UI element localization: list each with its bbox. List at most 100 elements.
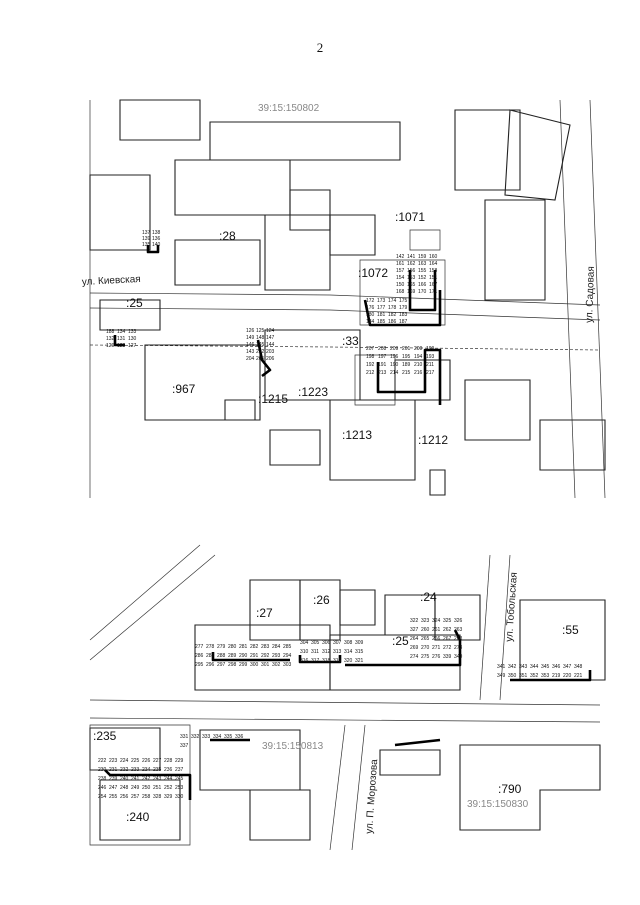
point-number-label: 159 [418, 254, 427, 260]
point-number-label: 170 [418, 289, 427, 295]
point-number-label: 203 [266, 349, 275, 355]
point-number-label: 335 [224, 734, 233, 740]
map-top: 39:15:150802 ул. Киевская ул. Садовая :2… [82, 99, 606, 499]
point-number-label: 206 [266, 356, 275, 362]
point-number-label: 185 [377, 319, 386, 325]
point-number-label: 307 [333, 640, 342, 646]
point-number-label: 171 [429, 289, 438, 295]
parcel-label: :25 [392, 634, 409, 648]
point-number-label: 161 [396, 261, 405, 267]
point-number-label: 270 [421, 645, 430, 651]
point-number-label: 349 [497, 673, 506, 679]
point-number-label: 284 [272, 644, 281, 650]
point-number-label: 346 [552, 664, 561, 670]
point-number-label: 319 [333, 658, 342, 664]
point-number-label: 135 [142, 242, 151, 248]
point-number-label: 341 [497, 664, 506, 670]
parcel-label: :28 [219, 229, 236, 243]
point-number-label: 258 [142, 794, 151, 800]
parcel-label: :27 [256, 606, 273, 620]
point-number-label: 291 [250, 653, 259, 659]
point-number-label: 150 [396, 282, 405, 288]
point-number-label: 184 [366, 319, 375, 325]
point-number-label: 176 [366, 305, 375, 311]
point-number-label: 152 [418, 275, 427, 281]
point-number-label: 281 [239, 644, 248, 650]
point-number-label: 278 [206, 644, 215, 650]
point-number-label: 279 [217, 644, 226, 650]
street-label-sadovaya: ул. Садовая [584, 266, 597, 323]
point-number-label: 260 [421, 627, 430, 633]
point-number-label: 153 [407, 275, 416, 281]
parcel-label: :1071 [395, 210, 425, 224]
point-number-label: 175 [399, 298, 408, 304]
point-number-label: 238 [98, 776, 107, 782]
point-number-label: 221 [574, 673, 583, 679]
point-number-label: 249 [131, 785, 140, 791]
point-number-label: 226 [142, 758, 151, 764]
point-number-label: 233 [131, 767, 140, 773]
point-number-label: 126 [246, 328, 255, 334]
point-number-label: 241 [131, 776, 140, 782]
point-number-label: 302 [272, 662, 281, 668]
point-number-label: 149 [246, 335, 255, 341]
point-number-label: 246 [98, 785, 107, 791]
point-number-label: 177 [377, 305, 386, 311]
point-number-label: 254 [98, 794, 107, 800]
point-number-label: 157 [396, 268, 405, 274]
point-number-label: 124 [266, 328, 275, 334]
point-number-label: 293 [272, 653, 281, 659]
parcel-label: :33 [342, 334, 359, 348]
point-number-label: 178 [388, 305, 397, 311]
point-number-label: 210 [414, 362, 423, 368]
point-number-label: 167 [429, 282, 438, 288]
point-number-label: 333 [202, 734, 211, 740]
point-number-label: 268 [454, 636, 463, 642]
point-number-label: 211 [426, 362, 434, 368]
point-number-label: 316 [300, 658, 309, 664]
point-number-label: 141 [407, 254, 416, 260]
parcel-label: :26 [313, 593, 330, 607]
point-number-label: 244 [164, 776, 173, 782]
parcel-label: :1223 [298, 385, 328, 399]
point-number-label: 352 [530, 673, 539, 679]
point-number-label: 334 [213, 734, 222, 740]
point-number-label: 216 [414, 370, 423, 376]
point-number-label: 179 [399, 305, 408, 311]
point-number-label: 296 [206, 662, 215, 668]
point-number-label: 253 [175, 785, 184, 791]
point-number-label: 287 [206, 653, 215, 659]
street-label-tobolskaya: ул. Тобольская [503, 572, 520, 642]
point-number-label: 269 [410, 645, 419, 651]
point-number-label: 197 [378, 354, 387, 360]
point-number-label: 208 [378, 346, 387, 352]
point-number-label: 323 [421, 618, 430, 624]
point-number-label: 347 [563, 664, 572, 670]
page-number: 2 [316, 40, 324, 55]
point-number-label: 230 [98, 767, 107, 773]
point-number-label: 312 [322, 649, 331, 655]
point-number-label: 148 [256, 335, 265, 341]
point-number-label: 131 [117, 336, 126, 342]
point-number-label: 256 [120, 794, 129, 800]
point-number-label: 198 [366, 354, 375, 360]
point-number-label: 137 [142, 230, 151, 236]
point-number-label: 168 [396, 289, 405, 295]
point-number-label: 247 [109, 785, 118, 791]
point-number-label: 303 [283, 662, 292, 668]
point-number-label: 209 [390, 346, 399, 352]
parcel-label: :790 [498, 782, 522, 796]
point-number-label: 283 [261, 644, 270, 650]
point-number-label: 304 [300, 640, 309, 646]
point-number-label: 306 [322, 640, 331, 646]
point-number-label: 314 [344, 649, 353, 655]
point-number-label: 308 [344, 640, 353, 646]
point-number-label: 275 [421, 654, 430, 660]
point-number-label: 173 [377, 298, 386, 304]
point-number-label: 340 [454, 654, 463, 660]
point-number-label: 165 [407, 282, 416, 288]
point-number-label: 205 [256, 356, 265, 362]
point-number-label: 298 [228, 662, 237, 668]
